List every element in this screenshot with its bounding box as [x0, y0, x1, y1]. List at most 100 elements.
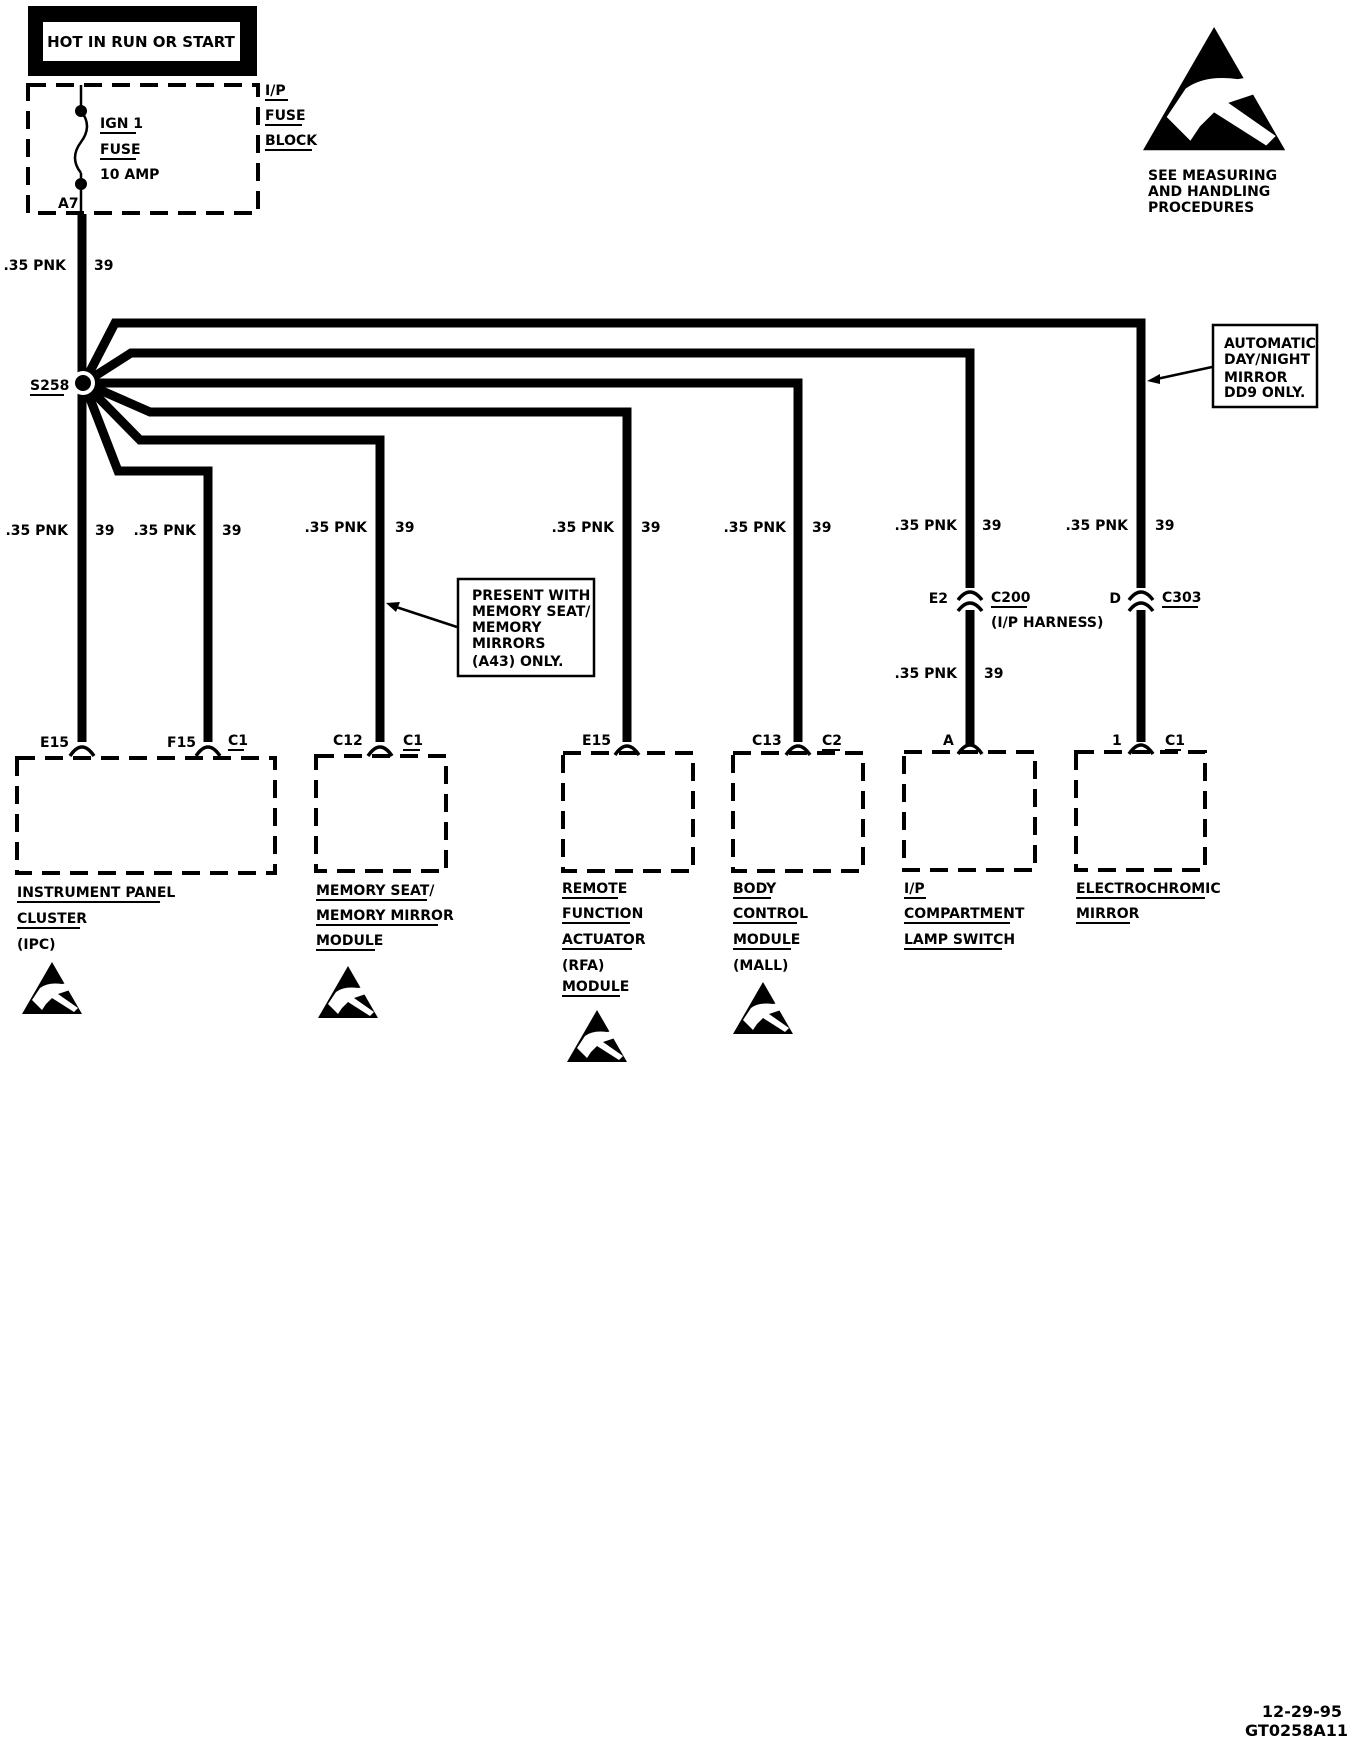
rfa-name: ACTUATOR — [562, 932, 646, 948]
c200-note: (I/P HARNESS) — [991, 615, 1103, 631]
lampsw-name: LAMP SWITCH — [904, 932, 1015, 948]
wire-circuit: 39 — [395, 520, 414, 536]
ecmirror-name: ELECTROCHROMIC — [1076, 881, 1221, 897]
fuse-block-name-2: FUSE — [265, 108, 306, 124]
rfa-name: (RFA) — [562, 958, 604, 974]
memory-note-line: (A43) ONLY. — [472, 654, 564, 670]
esd-warning-icon — [22, 962, 82, 1014]
mirror-note-line: DD9 ONLY. — [1224, 385, 1305, 401]
ipc-connector: C1 — [228, 733, 248, 749]
header-title: HOT IN RUN OR START — [47, 33, 236, 51]
wire-gauge: .35 PNK — [894, 666, 958, 682]
memseat-pin: C12 — [333, 733, 363, 749]
lampsw-name: I/P — [904, 881, 925, 897]
bcm-pin: C13 — [752, 733, 782, 749]
esd-warning-icon — [733, 982, 793, 1034]
bcm-name: CONTROL — [733, 906, 808, 922]
wire-gauge: .35 PNK — [723, 520, 787, 536]
branch-wire-memory-seat — [80, 379, 385, 742]
fuse-name: IGN 1 — [100, 116, 143, 132]
rfa-name: FUNCTION — [562, 906, 643, 922]
bcm-name: MODULE — [733, 932, 800, 948]
wire-circuit: 39 — [95, 523, 114, 539]
ipc-pin-f15: F15 — [167, 735, 196, 751]
wire-gauge: .35 PNK — [1065, 518, 1129, 534]
memory-note-line: PRESENT WITH — [472, 588, 590, 604]
esd-notice-line: SEE MEASURING — [1148, 168, 1277, 184]
branch-wire-ip-switch — [81, 348, 975, 745]
fuse-block: IGN 1 FUSE 10 AMP A7 I/P FUSE BLOCK — [26, 83, 318, 215]
power-source-header: HOT IN RUN OR START — [28, 6, 257, 76]
fuse-rating: 10 AMP — [100, 167, 159, 183]
ipc-name: (IPC) — [17, 937, 56, 953]
branch-wire-electrochromic — [80, 318, 1146, 1140]
component-rfa-module: E15 REMOTE FUNCTION ACTUATOR (RFA) MODUL… — [561, 733, 695, 1062]
rfa-name: MODULE — [562, 979, 629, 995]
component-ipc: E15 F15 C1 INSTRUMENT PANEL CLUSTER (IPC… — [15, 733, 277, 1014]
wire-gauge: .35 PNK — [133, 523, 197, 539]
mirror-note-line: MIRROR — [1224, 370, 1288, 386]
mirror-note-line: AUTOMATIC — [1224, 336, 1316, 352]
component-body-control-module: C13 C2 BODY CONTROL MODULE (MALL) — [731, 733, 865, 1034]
branch-wire-ipc-f15 — [79, 381, 213, 742]
bcm-name: BODY — [733, 881, 777, 897]
component-electrochromic-mirror: 1 C1 ELECTROCHROMIC MIRROR — [1074, 733, 1221, 924]
ipc-pin-e15: E15 — [40, 735, 69, 751]
branch-wires — [77, 318, 1146, 1140]
figure-footer: 12-29-95 GT0258A11 — [1245, 1702, 1348, 1740]
fuse-block-name-3: BLOCK — [265, 133, 318, 149]
wire-gauge: .35 PNK — [894, 518, 958, 534]
component-ip-compartment-lamp-switch: A I/P COMPARTMENT LAMP SWITCH — [902, 733, 1037, 950]
memory-note-line: MEMORY SEAT/ — [472, 604, 591, 620]
esd-notice-line: PROCEDURES — [1148, 200, 1254, 216]
splice-label: S258 — [30, 378, 69, 394]
memory-note-line: MEMORY — [472, 620, 542, 636]
ecmirror-name: MIRROR — [1076, 906, 1140, 922]
ipc-name: CLUSTER — [17, 911, 87, 927]
mirror-note-callout: AUTOMATIC DAY/NIGHT MIRROR DD9 ONLY. — [1147, 323, 1319, 409]
lampsw-name: COMPARTMENT — [904, 906, 1025, 922]
lampsw-pin: A — [943, 733, 954, 749]
c303-id: C303 — [1162, 590, 1202, 606]
memory-note-callout: PRESENT WITH MEMORY SEAT/ MEMORY MIRRORS… — [386, 577, 596, 678]
memseat-name: MEMORY SEAT/ — [316, 883, 435, 899]
esd-notice-line: AND HANDLING — [1148, 184, 1270, 200]
ecmirror-pin: 1 — [1112, 733, 1122, 749]
esd-warning-icon — [318, 966, 378, 1018]
bcm-name: (MALL) — [733, 958, 788, 974]
rfa-name: REMOTE — [562, 881, 627, 897]
fuse-label: FUSE — [100, 142, 141, 158]
esd-notice: SEE MEASURING AND HANDLING PROCEDURES — [1143, 27, 1286, 216]
wire-labels: .35 PNK 39 .35 PNK 39 .35 PNK 39 .35 PNK… — [5, 518, 1174, 539]
wire-circuit: 39 — [982, 518, 1001, 534]
fuse-block-name-1: I/P — [265, 83, 286, 99]
wire-circuit: 39 — [812, 520, 831, 536]
wire-circuit: 39 — [984, 666, 1003, 682]
wire-circuit: 39 — [1155, 518, 1174, 534]
feed-wire-gauge: .35 PNK — [3, 258, 67, 274]
memory-note-line: MIRRORS — [472, 636, 545, 652]
figure-date: 12-29-95 — [1262, 1702, 1342, 1721]
rfa-pin: E15 — [582, 733, 611, 749]
wire-circuit: 39 — [222, 523, 241, 539]
feed-wire-circuit: 39 — [94, 258, 113, 274]
c200-pin: E2 — [929, 591, 948, 607]
inline-connector-c200: E2 C200 (I/P HARNESS) .35 PNK 39 — [894, 588, 1103, 682]
branch-wire-rfa — [82, 378, 632, 742]
fuse-icon — [73, 110, 89, 174]
wire-gauge: .35 PNK — [5, 523, 69, 539]
bcm-connector: C2 — [822, 733, 842, 749]
mirror-note-line: DAY/NIGHT — [1224, 352, 1311, 368]
esd-warning-icon — [1143, 27, 1286, 151]
fuse-terminal: A7 — [58, 196, 79, 212]
ipc-name: INSTRUMENT PANEL — [17, 885, 175, 901]
memseat-connector: C1 — [403, 733, 423, 749]
inline-connector-c303: D C303 — [1109, 588, 1202, 613]
esd-warning-icon — [567, 1010, 627, 1062]
c200-id: C200 — [991, 590, 1031, 606]
branch-wire-bcm — [84, 378, 803, 742]
memseat-name: MEMORY MIRROR — [316, 908, 454, 924]
wire-gauge: .35 PNK — [551, 520, 615, 536]
figure-id: GT0258A11 — [1245, 1721, 1348, 1740]
c303-pin: D — [1109, 591, 1121, 607]
